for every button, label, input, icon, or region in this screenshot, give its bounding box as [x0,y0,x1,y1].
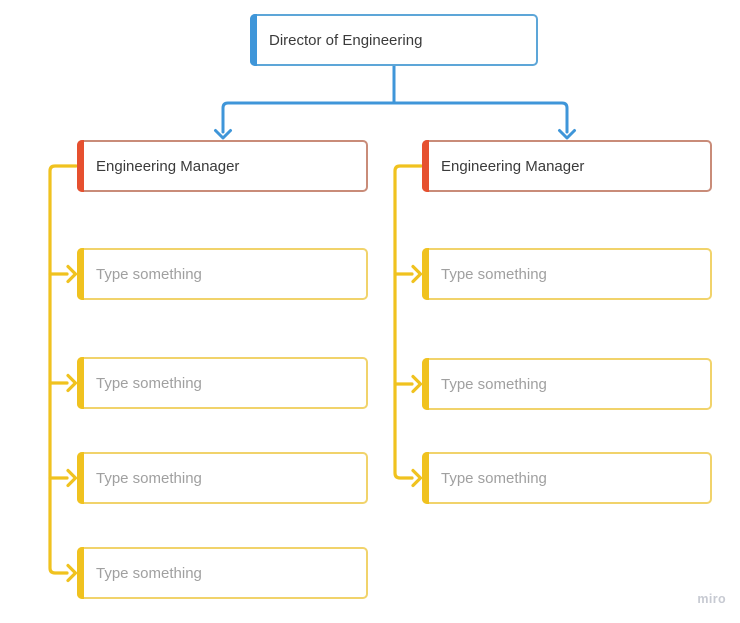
connector-director-bracket[interactable] [221,101,569,134]
arrow-right-icon [411,374,423,394]
accent-bar [422,452,429,504]
arrow-down-icon [558,129,576,140]
org-node-right-child-1[interactable]: Type something [422,248,712,300]
node-placeholder: Type something [96,265,202,283]
accent-bar [77,248,84,300]
org-node-manager-left[interactable]: Engineering Manager [77,140,368,192]
node-placeholder: Type something [96,469,202,487]
org-node-left-child-1[interactable]: Type something [77,248,368,300]
accent-bar [422,358,429,410]
node-label: Engineering Manager [96,157,240,175]
node-placeholder: Type something [441,375,547,393]
miro-watermark: miro [697,592,726,606]
accent-bar [77,140,84,192]
connector-left-trunk[interactable] [48,164,78,575]
node-placeholder: Type something [96,374,202,392]
node-label: Director of Engineering [269,31,423,49]
org-node-left-child-4[interactable]: Type something [77,547,368,599]
connector-right-trunk[interactable] [393,164,423,480]
org-node-director[interactable]: Director of Engineering [250,14,538,66]
node-placeholder: Type something [96,564,202,582]
node-placeholder: Type something [441,265,547,283]
accent-bar [77,547,84,599]
arrow-right-icon [66,468,78,488]
arrow-right-icon [411,468,423,488]
accent-bar [77,452,84,504]
node-placeholder: Type something [441,469,547,487]
arrow-right-icon [66,264,78,284]
accent-bar [422,140,429,192]
arrow-right-icon [66,373,78,393]
accent-bar [250,14,257,66]
org-node-right-child-3[interactable]: Type something [422,452,712,504]
org-node-right-child-2[interactable]: Type something [422,358,712,410]
node-label: Engineering Manager [441,157,585,175]
org-node-left-child-2[interactable]: Type something [77,357,368,409]
org-node-left-child-3[interactable]: Type something [77,452,368,504]
arrow-right-icon [411,264,423,284]
arrow-right-icon [66,563,78,583]
org-node-manager-right[interactable]: Engineering Manager [422,140,712,192]
accent-bar [77,357,84,409]
accent-bar [422,248,429,300]
arrow-down-icon [214,129,232,140]
